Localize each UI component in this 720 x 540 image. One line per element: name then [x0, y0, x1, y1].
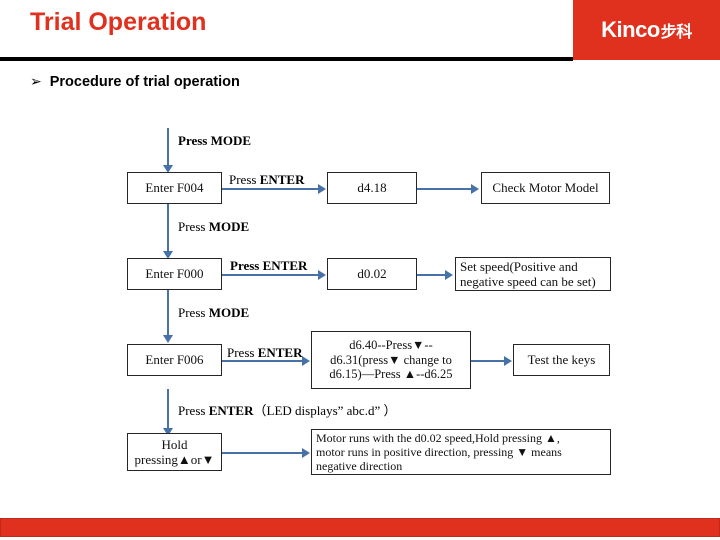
flow-line-mode-1	[167, 128, 169, 168]
flow-arrowhead-result-4	[302, 448, 310, 458]
flow-arrowhead-enter-1	[318, 184, 326, 194]
flow-line-mode-2	[167, 204, 169, 254]
flow-box-test-the-keys-label: Test the keys	[527, 352, 596, 368]
flow-label-mode-1: Press MODE	[178, 133, 252, 148]
flow-arrowhead-mode-1	[163, 165, 173, 173]
flow-arrowhead-result-1	[471, 184, 479, 194]
flow-box-motor-runs-line3: negative direction	[316, 459, 403, 474]
flow-box-d4-18-label: d4.18	[357, 180, 387, 196]
flow-label-mode-2: Press MODE	[178, 219, 250, 234]
flow-arrowhead-mode-3	[163, 335, 173, 343]
flow-box-hold-pressing-line2: pressing▲or▼	[134, 452, 215, 467]
page-title: Trial Operation	[30, 8, 207, 36]
flow-label-enter-2: Press ENTER	[230, 258, 308, 273]
bullet-heading: ➢ Procedure of trial operation	[30, 74, 240, 90]
flow-line-result-2	[417, 274, 447, 276]
flow-box-set-speed: Set speed(Positive and negative speed ca…	[455, 257, 611, 291]
flow-box-check-motor-model: Check Motor Model	[481, 172, 610, 204]
flow-box-d6-sequence-line1: d6.40--Press▼--	[349, 337, 433, 352]
flow-label-mode-3: Press MODE	[178, 305, 250, 320]
flow-arrowhead-enter-final	[163, 428, 173, 436]
flow-box-motor-runs-description: Motor runs with the d0.02 speed,Hold pre…	[311, 429, 611, 475]
flow-label-enter-1: Press ENTER	[229, 172, 305, 187]
flow-box-enter-f004-label: Enter F004	[145, 180, 204, 196]
flow-box-test-the-keys: Test the keys	[513, 344, 610, 376]
flow-box-d4-18: d4.18	[327, 172, 417, 204]
flow-box-d6-sequence-line3: d6.15)—Press ▲--d6.25	[329, 367, 453, 382]
flow-box-set-speed-line2: negative speed can be set)	[460, 274, 596, 289]
brand-logo-chinese: 步科	[660, 24, 693, 41]
flow-box-enter-f000: Enter F000	[127, 258, 222, 290]
flow-box-enter-f004: Enter F004	[127, 172, 222, 204]
flow-line-result-3	[471, 360, 506, 362]
flow-box-d6-sequence: d6.40--Press▼-- d6.31(press▼ change to d…	[311, 331, 471, 389]
brand-logo-latin: Kinco	[601, 17, 660, 42]
flow-line-result-4	[222, 452, 304, 454]
flow-box-enter-f006: Enter F006	[127, 344, 222, 376]
flow-label-enter-3: Press ENTER	[227, 345, 303, 360]
flow-box-enter-f006-label: Enter F006	[145, 352, 204, 368]
flow-line-enter-1	[222, 188, 320, 190]
flow-box-hold-pressing-line1: Hold	[161, 436, 188, 452]
flow-box-set-speed-line1: Set speed(Positive and	[460, 258, 578, 274]
flow-arrowhead-enter-3	[302, 356, 310, 366]
flow-box-hold-pressing: Hold pressing▲or▼	[127, 433, 222, 471]
flow-box-d6-sequence-line2: d6.31(press▼ change to	[330, 352, 452, 367]
flow-line-result-1	[417, 188, 473, 190]
flow-line-enter-3	[222, 360, 304, 362]
flow-box-d0-02: d0.02	[327, 258, 417, 290]
header-divider-rule	[0, 57, 573, 61]
flow-box-check-motor-model-label: Check Motor Model	[492, 180, 599, 196]
flow-arrowhead-result-3	[504, 356, 512, 366]
flow-label-enter-final: Press ENTER（LED displays” abc.d” ）	[178, 403, 397, 418]
flow-box-d0-02-label: d0.02	[357, 266, 387, 282]
flow-box-motor-runs-line2: motor runs in positive direction, pressi…	[316, 444, 562, 459]
flow-arrowhead-enter-2	[318, 270, 326, 280]
flow-line-mode-3	[167, 290, 169, 338]
flow-box-motor-runs-line1: Motor runs with the d0.02 speed,Hold pre…	[316, 430, 560, 445]
flow-box-enter-f000-label: Enter F000	[145, 266, 204, 282]
bullet-heading-label: Procedure of trial operation	[49, 74, 240, 90]
flow-line-enter-2	[222, 274, 320, 276]
bullet-arrow-icon: ➢	[30, 74, 42, 90]
flow-arrowhead-mode-2	[163, 251, 173, 259]
flow-line-enter-final	[167, 389, 169, 431]
footer-bar	[0, 518, 720, 537]
flow-arrowhead-result-2	[445, 270, 453, 280]
